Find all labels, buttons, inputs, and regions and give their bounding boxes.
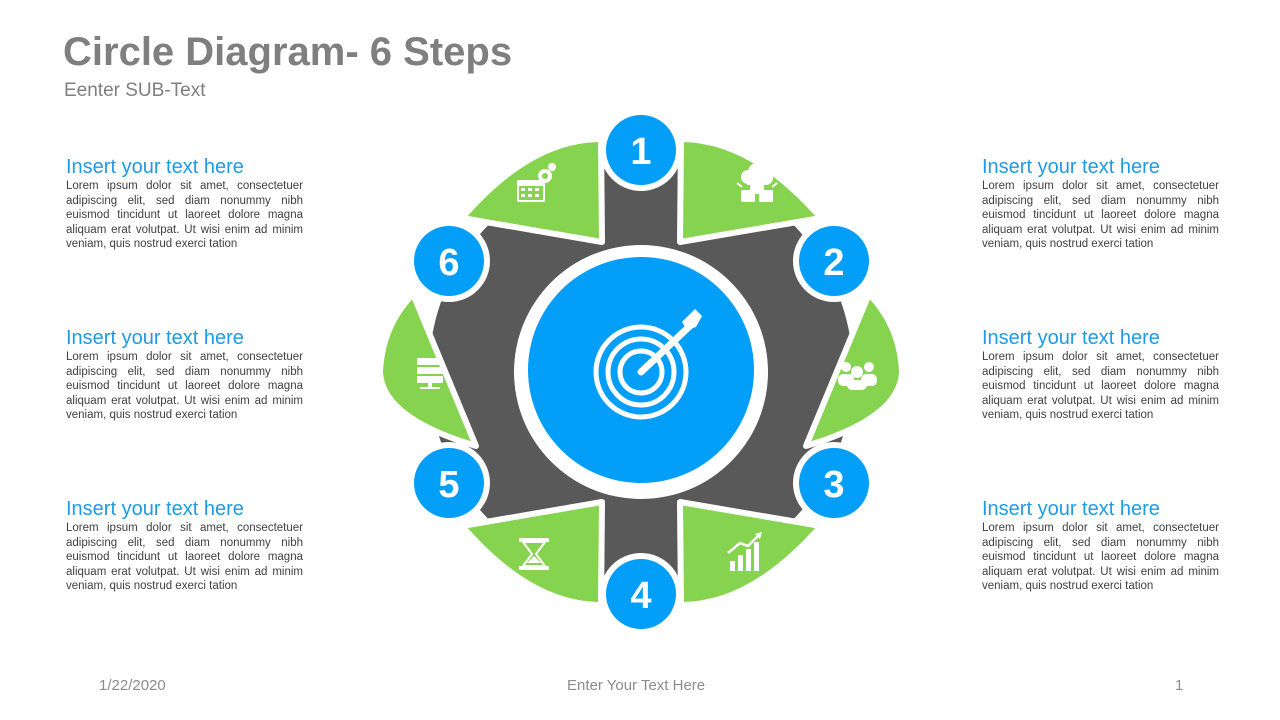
cloud-boxes-icon bbox=[736, 163, 778, 202]
step-number: 3 bbox=[823, 464, 844, 506]
step-badge-1: 1 bbox=[600, 109, 682, 191]
people-icon bbox=[838, 362, 877, 390]
text-block-body: Lorem ipsum dolor sit amet, consectetuer… bbox=[66, 180, 303, 251]
text-block-right-1: Insert your text here Lorem ipsum dolor … bbox=[982, 155, 1219, 252]
footer-page-number: 1 bbox=[1175, 677, 1184, 694]
footer-date: 1/22/2020 bbox=[99, 677, 166, 694]
text-block-body: Lorem ipsum dolor sit amet, consectetuer… bbox=[982, 180, 1219, 251]
step-number: 5 bbox=[438, 464, 459, 506]
step-badge-4: 4 bbox=[600, 553, 682, 635]
text-block-heading: Insert your text here bbox=[982, 156, 1160, 178]
step-number: 2 bbox=[823, 242, 844, 284]
step-badge-6: 6 bbox=[408, 220, 490, 302]
hourglass-icon bbox=[519, 538, 549, 570]
text-block-right-2: Insert your text here Lorem ipsum dolor … bbox=[982, 326, 1219, 423]
text-block-heading: Insert your text here bbox=[66, 156, 244, 178]
text-block-heading: Insert your text here bbox=[66, 327, 244, 349]
step-number: 1 bbox=[630, 131, 651, 173]
text-block-body: Lorem ipsum dolor sit amet, consectetuer… bbox=[66, 351, 303, 422]
server-icon bbox=[417, 358, 443, 389]
step-badge-2: 2 bbox=[793, 220, 875, 302]
step-badge-5: 5 bbox=[408, 442, 490, 524]
text-block-body: Lorem ipsum dolor sit amet, consectetuer… bbox=[982, 522, 1219, 593]
text-block-heading: Insert your text here bbox=[982, 498, 1160, 520]
footer-center-text: Enter Your Text Here bbox=[567, 677, 706, 694]
text-block-heading: Insert your text here bbox=[982, 327, 1160, 349]
text-block-left-1: Insert your text here Lorem ipsum dolor … bbox=[66, 155, 303, 252]
text-block-heading: Insert your text here bbox=[66, 498, 244, 520]
text-block-body: Lorem ipsum dolor sit amet, consectetuer… bbox=[66, 522, 303, 593]
step-badge-3: 3 bbox=[793, 442, 875, 524]
text-block-body: Lorem ipsum dolor sit amet, consectetuer… bbox=[982, 351, 1219, 422]
page-title: Circle Diagram- 6 Steps bbox=[63, 30, 513, 74]
gear-calendar-icon bbox=[517, 163, 556, 202]
growth-chart-icon bbox=[727, 532, 762, 571]
text-block-left-2: Insert your text here Lorem ipsum dolor … bbox=[66, 326, 303, 423]
text-block-right-3: Insert your text here Lorem ipsum dolor … bbox=[982, 497, 1219, 594]
step-number: 6 bbox=[438, 242, 459, 284]
target-arrow-icon bbox=[593, 309, 702, 420]
step-number: 4 bbox=[630, 575, 651, 617]
text-block-left-3: Insert your text here Lorem ipsum dolor … bbox=[66, 497, 303, 594]
page-subtitle: Eenter SUB-Text bbox=[64, 80, 206, 101]
